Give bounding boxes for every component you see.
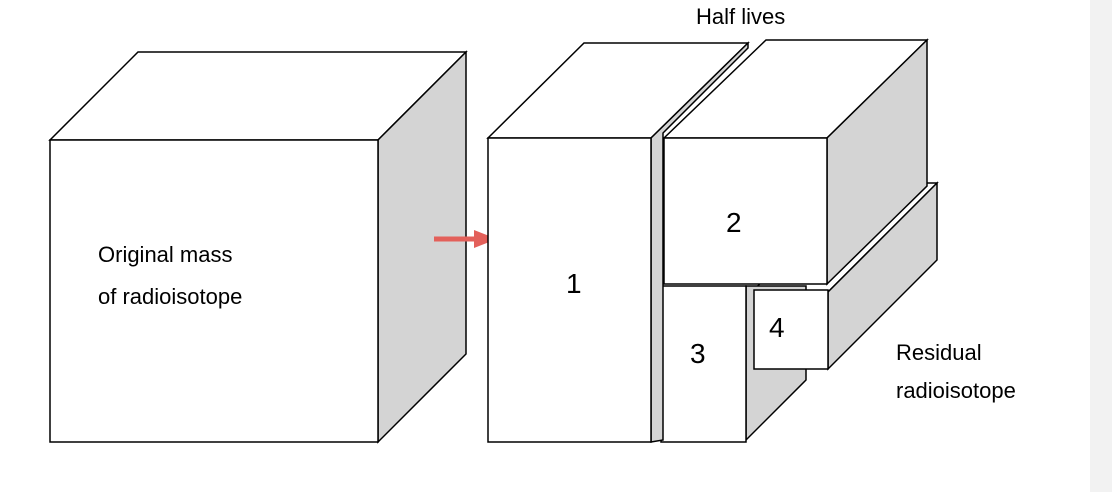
piece-2-label: 2 (726, 207, 742, 238)
residual-label-line2: radioisotope (896, 378, 1016, 403)
arrow-icon (434, 230, 497, 248)
piece-1-front (487, 137, 652, 443)
residual-label-line1: Residual (896, 340, 982, 365)
piece-3-label: 3 (690, 338, 706, 369)
piece-4-front (753, 289, 829, 370)
piece-2-block (662, 38, 929, 286)
piece-1-label: 1 (566, 268, 582, 299)
original-mass-label-line2: of radioisotope (98, 284, 242, 309)
original-cube (48, 50, 468, 444)
half-lives-label: Half lives (696, 4, 785, 29)
piece-2-front (663, 137, 828, 285)
piece-3-front (660, 285, 747, 443)
original-cube-front (49, 139, 379, 443)
original-mass-label-line1: Original mass (98, 242, 232, 267)
right-edge-panel (1090, 0, 1112, 492)
piece-4-label: 4 (769, 312, 785, 343)
piece-1-block (486, 41, 750, 443)
